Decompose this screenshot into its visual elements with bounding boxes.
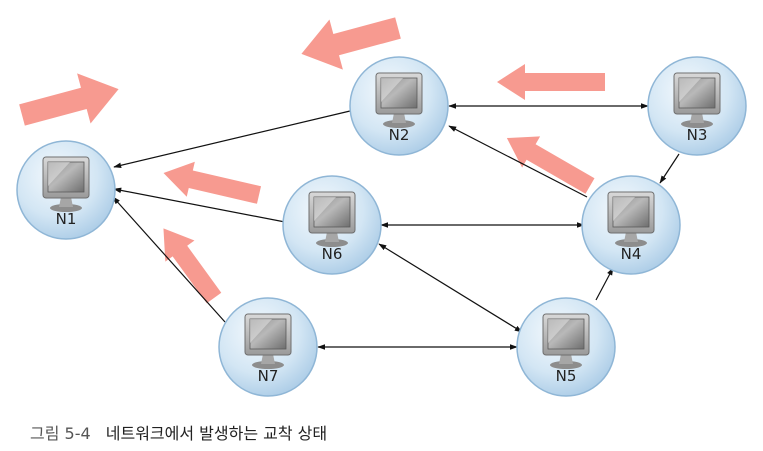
- flow-direction-arrow-n2: [301, 17, 401, 70]
- computer-monitor-icon: [42, 156, 90, 212]
- edge-n2-n1: [113, 110, 351, 169]
- edge-n4-n2: [448, 125, 588, 198]
- node-n6: N6: [282, 175, 382, 275]
- flow-direction-arrow-n4-to-n2: [506, 136, 595, 194]
- figure-number: 그림 5-4: [30, 424, 91, 443]
- node-n7: N7: [218, 297, 318, 397]
- computer-monitor-icon: [607, 191, 655, 247]
- node-label: N1: [56, 210, 77, 228]
- node-n5: N5: [516, 297, 616, 397]
- node-label: N4: [621, 245, 642, 263]
- figure-title: 네트워크에서 발생하는 교착 상태: [105, 424, 328, 443]
- edge-n5-n4: [595, 267, 614, 301]
- edge-n3-n4: [659, 153, 680, 184]
- node-label: N7: [258, 367, 279, 385]
- computer-monitor-icon: [542, 313, 590, 369]
- computer-monitor-icon: [308, 191, 356, 247]
- edge-n6-n5: [378, 243, 523, 333]
- computer-monitor-icon: [673, 72, 721, 128]
- node-label: N5: [556, 367, 577, 385]
- node-label: N3: [687, 126, 708, 144]
- node-n2: N2: [349, 56, 449, 156]
- flow-direction-arrow-n7-to-n1: [163, 228, 222, 304]
- figure-caption: 그림 5-4 네트워크에서 발생하는 교착 상태: [30, 420, 327, 444]
- flow-direction-arrow-n1: [19, 73, 119, 126]
- node-n1: N1: [16, 140, 116, 240]
- node-n4: N4: [581, 175, 681, 275]
- computer-monitor-icon: [244, 313, 292, 369]
- node-n3: N3: [647, 56, 747, 156]
- flow-direction-arrow-n6-to-n1: [163, 161, 262, 204]
- node-label: N2: [389, 126, 410, 144]
- edge-n7-n1: [112, 196, 226, 323]
- node-label: N6: [322, 245, 343, 263]
- edge-n6-n1: [113, 187, 286, 223]
- flow-direction-arrow-n3-to-n2: [497, 64, 605, 100]
- computer-monitor-icon: [375, 72, 423, 128]
